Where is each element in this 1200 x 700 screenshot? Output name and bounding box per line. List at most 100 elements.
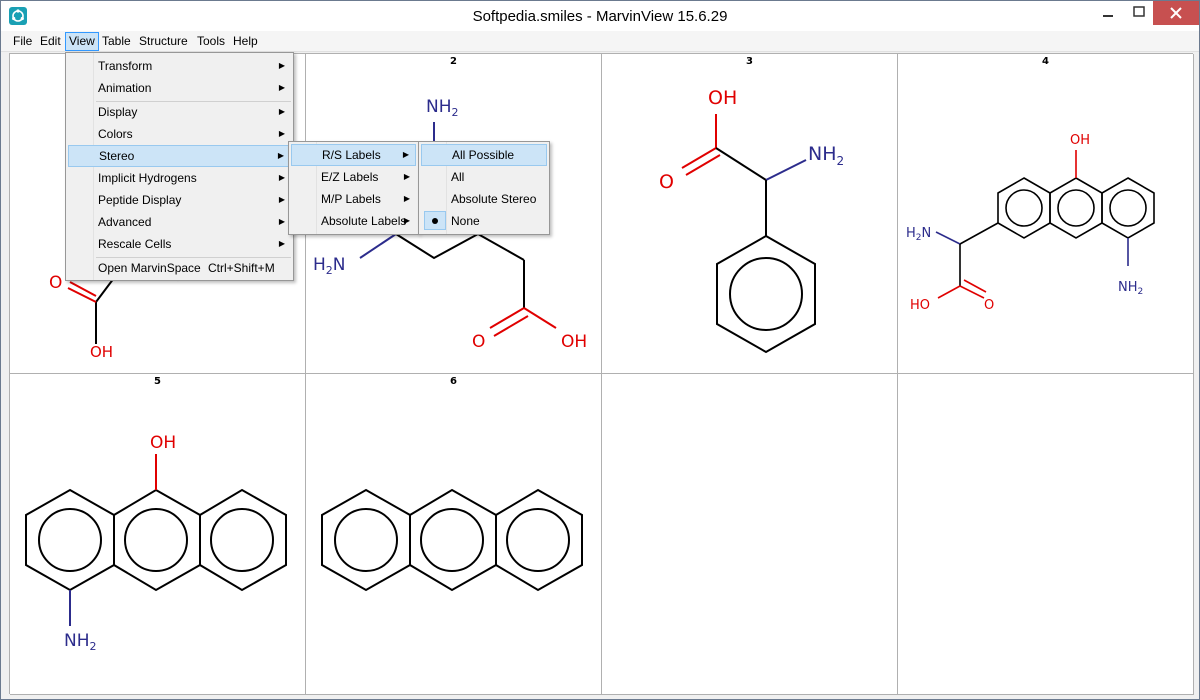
svg-text:NH2: NH2	[64, 631, 97, 653]
minimize-button[interactable]	[1085, 1, 1131, 25]
atom-subscript: 2	[326, 264, 333, 277]
submenu-arrow-icon: ▶	[278, 83, 285, 92]
molecule-structure: NH2 H2N O OH	[313, 97, 587, 352]
atom-o: O	[984, 298, 994, 313]
molecule-structure: OH O NH2	[659, 87, 844, 354]
menu-file[interactable]: File	[13, 34, 33, 48]
menu-item-mp-labels[interactable]: M/P Labels▶	[291, 188, 416, 210]
cell-number: 3	[746, 56, 753, 67]
atom-o: O	[472, 332, 485, 352]
submenu-arrow-icon: ▶	[403, 216, 410, 225]
atom-h: H	[313, 255, 326, 275]
submenu-arrow-icon: ▶	[402, 150, 409, 159]
menu-tools[interactable]: Tools	[197, 34, 226, 48]
menu-item-advanced[interactable]: Advanced▶	[68, 211, 291, 233]
cell-number: 2	[450, 56, 457, 67]
menu-item-ez-labels[interactable]: E/Z Labels▶	[291, 166, 416, 188]
submenu-arrow-icon: ▶	[278, 173, 285, 182]
close-button[interactable]	[1153, 1, 1199, 25]
submenu-arrow-icon: ▶	[278, 129, 285, 138]
submenu-arrow-icon: ▶	[278, 195, 285, 204]
menu-item-implicit-hydrogens[interactable]: Implicit Hydrogens▶	[68, 167, 291, 189]
atom-subscript: 2	[916, 233, 922, 243]
atom-oh: OH	[150, 433, 176, 453]
atom-oh: OH	[561, 332, 587, 352]
view-menu: Transform▶ Animation▶ Display▶ Colors▶ S…	[65, 52, 294, 281]
menu-item-all[interactable]: All	[451, 170, 465, 184]
stereo-submenu: R/S Labels▶ E/Z Labels▶ M/P Labels▶ Abso…	[288, 141, 419, 235]
molecule-cell-6[interactable]: 6	[306, 374, 602, 695]
atom-oh: OH	[708, 87, 737, 109]
menu-view[interactable]: View	[65, 32, 99, 51]
menu-item-peptide-display[interactable]: Peptide Display▶	[68, 189, 291, 211]
molecule-structure: OH NH2	[25, 433, 287, 653]
cell-number: 5	[154, 376, 161, 387]
atom-nh: NH	[64, 631, 90, 651]
menu-item-animation[interactable]: Animation▶	[68, 77, 291, 99]
atom-n: N	[922, 226, 932, 241]
atom-o: O	[49, 273, 62, 293]
svg-text:H2N: H2N	[906, 226, 931, 243]
window-title: Softpedia.smiles - MarvinView 15.6.29	[472, 8, 728, 25]
svg-text:H2N: H2N	[313, 255, 346, 277]
atom-nh: NH	[808, 143, 837, 165]
atom-oh: OH	[1070, 133, 1090, 148]
atom-ho: HO	[910, 298, 930, 313]
cell-number: 6	[450, 376, 457, 387]
cell-number: 4	[1042, 56, 1049, 67]
molecule-cell-3[interactable]: 3 OH O NH2	[602, 54, 898, 374]
atom-nh: NH	[426, 97, 452, 117]
menu-separator	[96, 101, 291, 102]
atom-h: H	[906, 226, 916, 241]
menu-item-display[interactable]: Display▶	[68, 101, 291, 123]
menu-item-all-possible[interactable]: All Possible	[421, 144, 547, 166]
submenu-arrow-icon: ▶	[278, 217, 285, 226]
menu-item-absolute-stereo[interactable]: Absolute Stereo	[451, 192, 537, 206]
close-icon	[1170, 7, 1182, 19]
molecule-cell-5[interactable]: 5 OH NH2	[10, 374, 306, 695]
menu-item-stereo[interactable]: Stereo▶	[68, 145, 291, 167]
submenu-arrow-icon: ▶	[278, 61, 285, 70]
menu-help[interactable]: Help	[233, 34, 258, 48]
atom-o: O	[659, 171, 674, 193]
marvin-app-icon	[9, 7, 27, 25]
menu-structure[interactable]: Structure	[139, 34, 188, 48]
menu-item-colors[interactable]: Colors▶	[68, 123, 291, 145]
menu-separator	[96, 257, 291, 258]
molecule-cell-8[interactable]	[898, 374, 1194, 695]
submenu-arrow-icon: ▶	[403, 194, 410, 203]
title-bar: Softpedia.smiles - MarvinView 15.6.29	[1, 1, 1199, 31]
atom-nh: NH	[1118, 280, 1138, 295]
molecule-structure	[321, 488, 583, 592]
svg-text:NH2: NH2	[426, 97, 459, 119]
atom-subscript: 2	[452, 106, 459, 119]
shortcut-label: Ctrl+Shift+M	[208, 261, 275, 275]
minimize-icon	[1103, 15, 1113, 17]
rs-labels-submenu: All Possible All Absolute Stereo None	[418, 141, 550, 235]
svg-text:NH2: NH2	[1118, 280, 1143, 297]
atom-subscript: 2	[90, 640, 97, 653]
menu-table[interactable]: Table	[102, 34, 131, 48]
maximize-icon	[1133, 6, 1145, 17]
atom-subscript: 2	[837, 154, 845, 168]
molecule-structure: OH H2N HO O NH2	[906, 133, 1155, 313]
menu-item-transform[interactable]: Transform▶	[68, 55, 291, 77]
svg-text:NH2: NH2	[808, 143, 844, 168]
submenu-arrow-icon: ▶	[278, 107, 285, 116]
atom-n: N	[333, 255, 346, 275]
menu-edit[interactable]: Edit	[40, 34, 61, 48]
radio-selected-icon	[424, 211, 446, 230]
submenu-arrow-icon: ▶	[278, 239, 285, 248]
menu-item-none[interactable]: None	[421, 210, 547, 232]
atom-subscript: 2	[1138, 287, 1144, 297]
menu-item-rescale-cells[interactable]: Rescale Cells▶	[68, 233, 291, 255]
molecule-cell-4[interactable]: 4 OH	[898, 54, 1194, 374]
menu-item-rs-labels[interactable]: R/S Labels▶	[291, 144, 416, 166]
maximize-button[interactable]	[1125, 1, 1171, 25]
atom-oh: OH	[90, 343, 113, 361]
submenu-arrow-icon: ▶	[277, 151, 284, 160]
molecule-cell-7[interactable]	[602, 374, 898, 695]
menu-item-absolute-labels[interactable]: Absolute Labels▶	[291, 210, 416, 232]
